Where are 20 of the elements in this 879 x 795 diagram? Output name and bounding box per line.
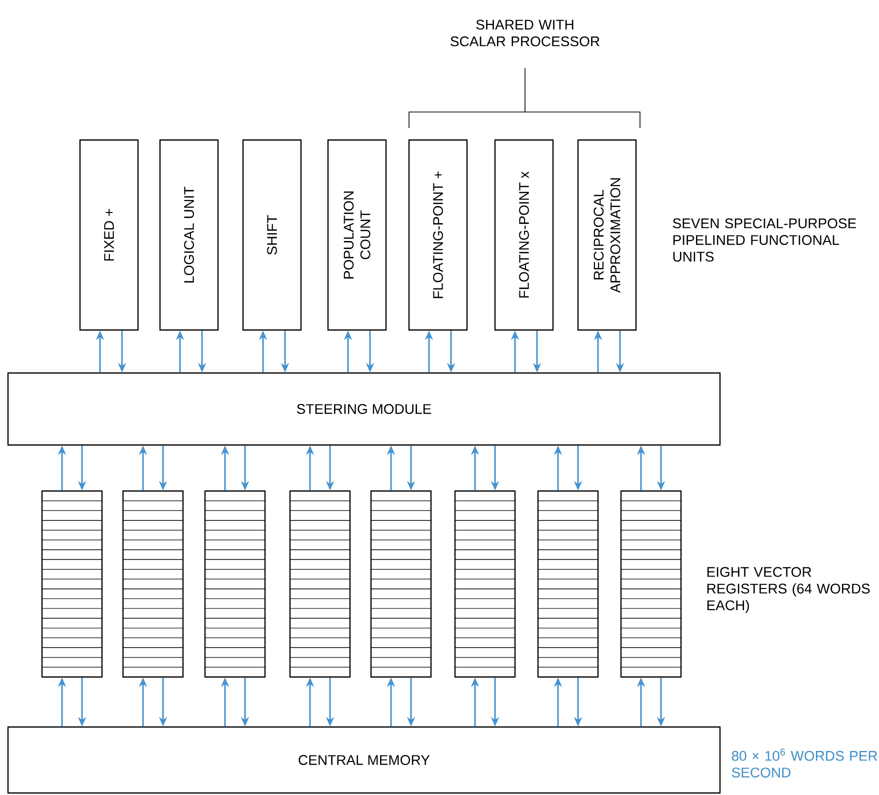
functional-unit-box: LOGICAL UNIT <box>159 139 219 331</box>
vector-register <box>454 490 516 678</box>
functional-unit-box: FIXED + <box>79 139 139 331</box>
vector-register <box>41 490 103 678</box>
vector-register <box>370 490 432 678</box>
annotation: EIGHT VECTOR REGISTERS (64 WORDS EACH) <box>707 567 870 613</box>
vector-register <box>620 490 682 678</box>
annotation: SEVEN SPECIAL-PURPOSE PIPELINED FUNCTIONAL UNITS <box>672 218 856 262</box>
memory-box: CENTRAL MEMORY <box>7 726 721 794</box>
vector-register <box>204 490 266 678</box>
vector-register <box>289 490 351 678</box>
steering-module-box: STEERING MODULE <box>7 372 721 446</box>
bracket-label: SHARED WITH SCALAR PROCESSOR <box>450 20 600 46</box>
functional-unit-box: POPULATION COUNT <box>327 139 387 331</box>
functional-unit-box: FLOATING-POINT x <box>494 139 554 331</box>
functional-unit-box: SHIFT <box>242 139 302 331</box>
functional-unit-box: FLOATING-POINT + <box>408 139 468 331</box>
functional-unit-box: RECIPROCAL APPROXIMATION <box>577 139 637 331</box>
vector-register <box>122 490 184 678</box>
vector-register <box>537 490 599 678</box>
